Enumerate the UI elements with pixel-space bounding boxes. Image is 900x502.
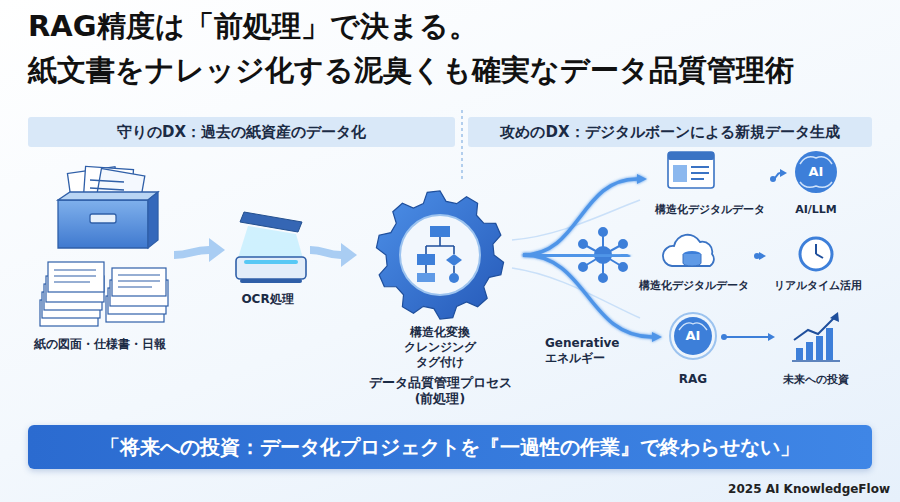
flow-streak xyxy=(512,268,640,318)
paper-tray-icon xyxy=(58,166,158,248)
node-text: RAG xyxy=(679,371,707,387)
connector-arrow xyxy=(523,179,637,255)
node-text: データ品質管理プロセス (前処理) xyxy=(365,375,515,407)
output-node: 未来への投資 xyxy=(775,310,857,390)
node-text: 守りのDX：過去の紙資産のデータ化 xyxy=(117,122,366,142)
icon-label: AI xyxy=(686,328,701,344)
section-header: 守りのDX：過去の紙資産のデータ化 xyxy=(28,117,455,147)
web-window-icon xyxy=(668,152,714,188)
node-text: OCR処理 xyxy=(241,291,293,307)
node-text: 紙の図面・仕様書・日報 xyxy=(34,336,166,352)
node-text: AI/LLM xyxy=(795,203,837,217)
divider-line xyxy=(461,110,463,182)
output-node: リアルタイム活用 xyxy=(766,232,870,296)
clock-icon xyxy=(800,238,832,270)
node-text: 構造化デジタルデータ xyxy=(655,203,765,217)
rag-ai-icon xyxy=(670,313,716,359)
node-text: 「将来への投資：データ化プロジェクトを『一過性の作業』で終わらせない」 xyxy=(100,434,800,460)
connector-arrow xyxy=(174,250,209,255)
footer-credit: 2025 AI KnowledgeFlow xyxy=(728,482,890,497)
ocr-node: OCR処理 xyxy=(225,200,310,310)
paper-stack-icon xyxy=(40,262,168,326)
process-gear-node: 構造化変換 クレンジング タグ付けデータ品質管理プロセス (前処理) xyxy=(357,188,523,410)
node-text: 攻めのDX：デジタルボーンによる新規データ生成 xyxy=(500,122,839,142)
title: RAG精度は「前処理」で決まる。 紙文書をナレッジ化する泥臭くも確実なデータ品質… xyxy=(28,4,888,92)
paper-source-node: 紙の図面・仕様書・日報 xyxy=(26,165,174,355)
banner: 「将来への投資：データ化プロジェクトを『一過性の作業』で終わらせない」 xyxy=(28,425,872,469)
connector-arrow xyxy=(724,336,768,338)
connector-arrow xyxy=(523,255,652,337)
connector-arrow xyxy=(310,250,341,255)
ai-brain-icon xyxy=(795,151,837,193)
node-text: 未来への投資 xyxy=(783,373,849,387)
growth-chart-icon xyxy=(792,312,840,361)
connector-arrow xyxy=(773,173,780,179)
scanner-icon xyxy=(236,212,306,283)
connector-arrow xyxy=(757,255,759,257)
icon-label: AI xyxy=(809,164,824,180)
node-text: 構造化変換 クレンジング タグ付け xyxy=(398,325,482,370)
output-node: RAG xyxy=(662,310,724,390)
output-node: AI/LLM xyxy=(787,148,845,220)
gear-icon xyxy=(376,191,503,319)
flow-label: Generative エネルギー xyxy=(545,336,629,366)
node-text: 構造化デジタルデータ xyxy=(639,279,749,293)
output-node: 構造化デジタルデータ xyxy=(647,148,773,220)
section-header: 攻めのDX：デジタルボーンによる新規データ生成 xyxy=(468,117,872,147)
node-text: リアルタイム活用 xyxy=(774,279,862,293)
cloud-database-icon xyxy=(663,235,714,266)
output-node: 構造化デジタルデータ xyxy=(631,232,757,296)
